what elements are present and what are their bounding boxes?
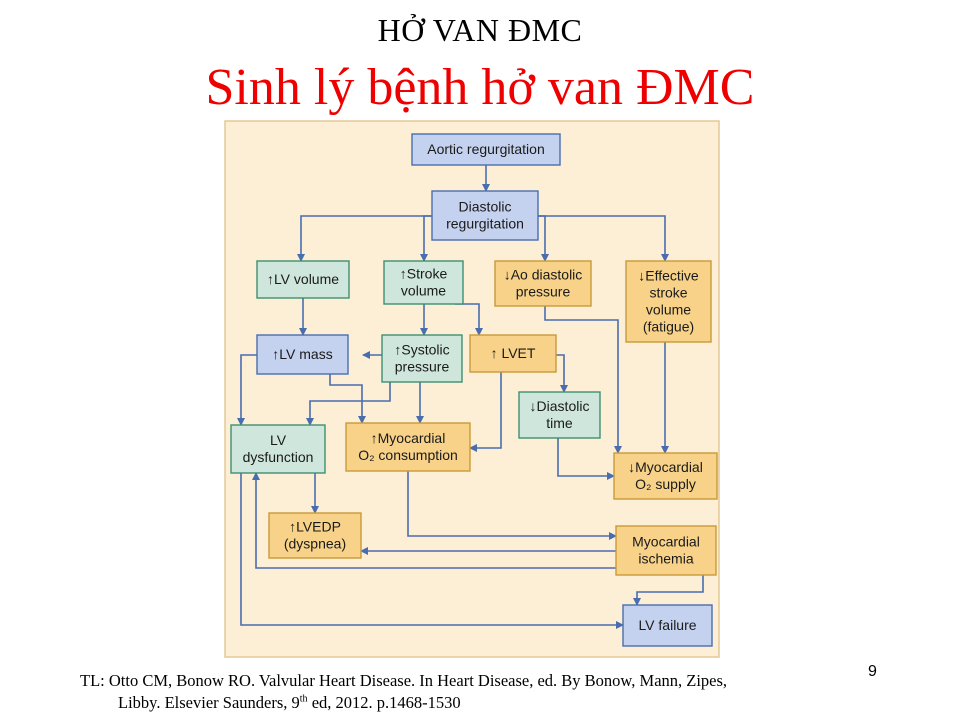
node-label: O₂ supply bbox=[635, 476, 696, 492]
citation-line-2-start: Libby. Elsevier Saunders, 9 bbox=[118, 693, 300, 712]
slide-subtitle: Sinh lý bệnh hở van ĐMC bbox=[205, 59, 755, 116]
node-label: ↑LVEDP bbox=[289, 519, 341, 535]
node-label: ↓Ao diastolic bbox=[504, 267, 583, 283]
node-label: LV bbox=[270, 432, 287, 448]
connector-arrow bbox=[633, 575, 704, 606]
node-lv-volume: ↑LV volume bbox=[256, 260, 350, 299]
connector-arrow bbox=[556, 354, 568, 393]
diagram-nodes: Aortic regurgitationDiastolicregurgitati… bbox=[230, 133, 718, 647]
node-label: ↑Stroke bbox=[400, 266, 448, 282]
node-box bbox=[613, 452, 718, 500]
node-aortic-regurgitation: Aortic regurgitation bbox=[411, 133, 561, 166]
node-box bbox=[268, 512, 362, 559]
node-lvet: ↑ LVET bbox=[469, 334, 557, 373]
node-label: Myocardial bbox=[632, 534, 700, 550]
connector-arrow bbox=[469, 372, 502, 452]
node-label: volume bbox=[646, 302, 691, 318]
node-label: regurgitation bbox=[446, 216, 524, 232]
node-label: (fatigue) bbox=[643, 319, 694, 335]
node-box bbox=[256, 260, 350, 299]
node-box bbox=[383, 260, 464, 305]
node-box bbox=[494, 260, 592, 307]
citation-line-2: Libby. Elsevier Saunders, 9th ed, 2012. … bbox=[118, 693, 461, 713]
connector-arrow bbox=[306, 382, 391, 426]
node-label: ↑Systolic bbox=[394, 342, 449, 358]
node-label: pressure bbox=[516, 284, 571, 300]
node-label: (dyspnea) bbox=[284, 536, 346, 552]
connector-arrow bbox=[252, 472, 616, 569]
node-box bbox=[625, 260, 712, 343]
node-box bbox=[518, 391, 601, 439]
node-label: ↓Diastolic bbox=[530, 398, 590, 414]
node-box bbox=[469, 334, 557, 373]
node-label: ↑Myocardial bbox=[371, 430, 446, 446]
citation-superscript: th bbox=[299, 693, 308, 705]
connector-arrow bbox=[329, 374, 366, 424]
node-label: ↑LV mass bbox=[272, 346, 332, 362]
connector-arrow bbox=[544, 306, 622, 454]
node-lvedp: ↑LVEDP(dyspnea) bbox=[268, 512, 362, 559]
node-label: ischemia bbox=[638, 551, 693, 567]
node-label: stroke bbox=[649, 285, 687, 301]
connector-arrow bbox=[297, 215, 432, 262]
node-box bbox=[381, 334, 463, 383]
node-label: O₂ consumption bbox=[358, 447, 458, 463]
node-box bbox=[622, 604, 713, 647]
connector-arrow bbox=[237, 354, 257, 426]
citation-line-1: TL: Otto CM, Bonow RO. Valvular Heart Di… bbox=[80, 671, 728, 690]
node-box bbox=[615, 525, 717, 576]
node-box bbox=[411, 133, 561, 166]
node-label: pressure bbox=[395, 359, 450, 375]
connector-arrow bbox=[407, 471, 617, 540]
node-box bbox=[256, 334, 349, 375]
page-number: 9 bbox=[868, 663, 877, 680]
node-label: Aortic regurgitation bbox=[427, 141, 545, 157]
node-label: ↓Effective bbox=[638, 268, 699, 284]
node-label: dysfunction bbox=[243, 449, 314, 465]
node-label: Diastolic bbox=[459, 199, 512, 215]
node-box bbox=[431, 190, 539, 241]
connector-arrow bbox=[240, 473, 624, 629]
node-label: time bbox=[546, 415, 573, 431]
node-label: ↑LV volume bbox=[267, 271, 339, 287]
node-lv-mass: ↑LV mass bbox=[256, 334, 349, 375]
node-lv-failure: LV failure bbox=[622, 604, 713, 647]
connector-arrow bbox=[420, 215, 432, 262]
slide-title: HỞ VAN ĐMC bbox=[377, 12, 583, 48]
node-box bbox=[345, 422, 471, 472]
node-label: LV failure bbox=[638, 617, 696, 633]
node-label: ↑ LVET bbox=[491, 345, 536, 361]
citation-line-2-end: ed, 2012. p.1468-1530 bbox=[307, 693, 461, 712]
connector-arrow bbox=[557, 438, 615, 480]
node-box bbox=[230, 424, 326, 474]
node-label: volume bbox=[401, 283, 446, 299]
diagram-arrows bbox=[237, 165, 704, 629]
connector-arrow bbox=[538, 215, 669, 262]
node-label: ↓Myocardial bbox=[628, 459, 703, 475]
